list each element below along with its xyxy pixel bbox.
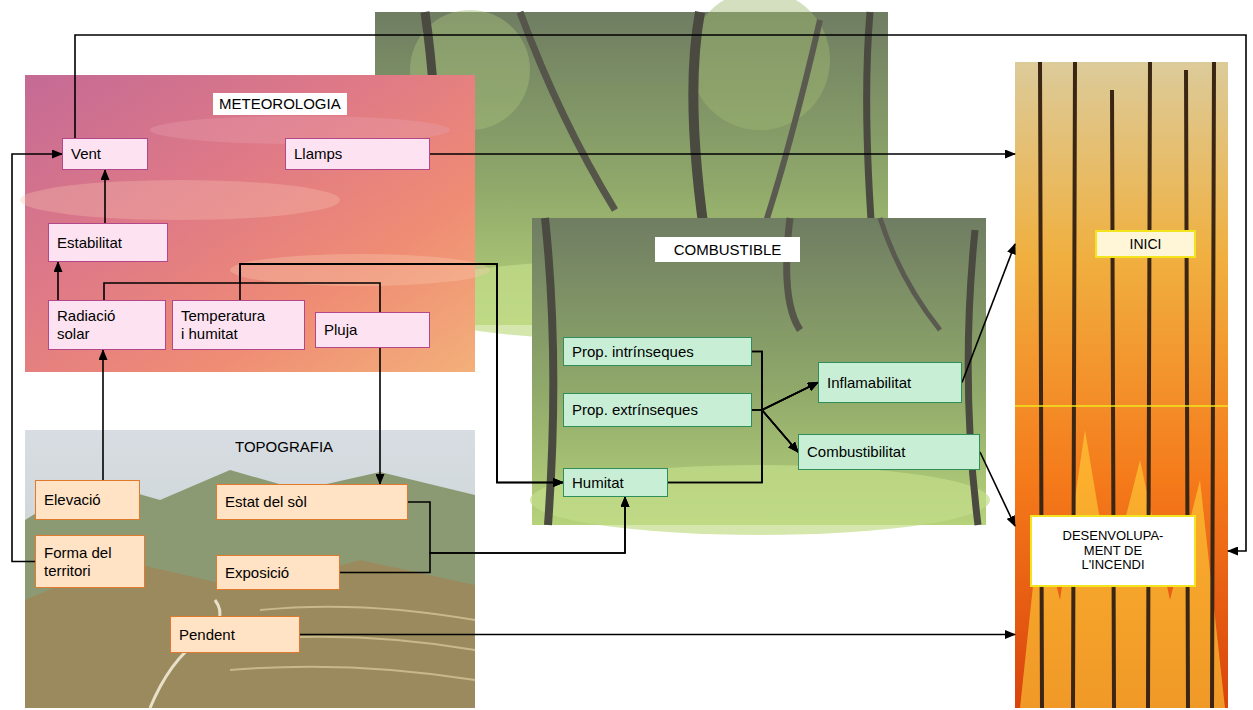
factor-label: Pendent: [179, 626, 235, 644]
terrain-panel: TOPOGRAFIA Elevació Estat del sòlForma del…: [25, 430, 475, 708]
factor-label: Temperatura i humitat: [181, 307, 271, 343]
fuel-photo: [530, 218, 990, 535]
factor-label: Estabilitat: [57, 234, 122, 252]
factor-box: Humitat: [563, 468, 668, 497]
terrain-photo: [25, 430, 475, 708]
fire-photo: [1015, 62, 1228, 708]
factor-box: Prop. intrínseques: [563, 337, 752, 366]
factor-label: Llamps: [294, 145, 342, 163]
factor-box: Estat del sòl: [216, 484, 408, 520]
factor-label: Exposició: [225, 564, 289, 582]
influence-arrow: [75, 35, 1246, 551]
influence-arrow: [104, 170, 106, 223]
influence-arrow: [379, 348, 381, 484]
influence-arrow: [980, 452, 1015, 526]
factor-label: Combustibilitat: [807, 443, 905, 461]
panel-title: METEOROLOGIA: [213, 93, 347, 115]
factor-label: Estat del sòl: [225, 493, 307, 511]
influence-arrow: [57, 262, 59, 300]
weather-panel: METEOROLOGIA Vent LlampsEstabilitatRadiaci…: [25, 75, 475, 372]
influence-arrow: [104, 264, 563, 483]
factor-label: Forma del territori: [44, 544, 136, 580]
influence-arrow: [430, 153, 1015, 155]
factor-box: Vent: [62, 138, 148, 170]
influence-arrow: [408, 497, 625, 553]
factor-label: Elevació: [44, 491, 101, 509]
factor-box: Forma del territori: [35, 535, 145, 588]
spread-region: DESENVOLUPA- MENT DE L'INCENDI: [1015, 406, 1228, 708]
factor-label: Inflamabilitat: [827, 374, 911, 392]
factor-box: Pendent: [170, 616, 300, 653]
influence-arrow: [752, 410, 798, 452]
panel-title: DESENVOLUPA- MENT DE L'INCENDI: [1030, 515, 1196, 587]
factor-box: Pluja: [315, 312, 430, 348]
factor-label: Prop. extrínseques: [572, 401, 698, 419]
factor-box: Combustibilitat: [798, 434, 980, 470]
factor-box: Exposició: [216, 555, 340, 590]
factor-label: Prop. intrínseques: [572, 343, 694, 361]
panel-title: COMBUSTIBLE: [655, 237, 800, 262]
panel-title: INICI: [1095, 230, 1196, 258]
factor-box: Temperatura i humitat: [172, 300, 305, 350]
influence-arrow: [102, 350, 104, 480]
factor-box: Estabilitat: [48, 223, 168, 262]
factor-box: Inflamabilitat: [818, 362, 962, 403]
factor-box: Elevació: [35, 480, 140, 520]
factor-label: Radiació solar: [57, 307, 137, 343]
factor-label: Pluja: [324, 321, 357, 339]
sky-photo: [20, 75, 490, 372]
factor-box: Radiació solar: [48, 300, 166, 350]
fuel-panel: COMBUSTIBLE Prop. intrínsequesProp. extrí…: [532, 218, 986, 525]
factor-box: Prop. extrínseques: [563, 393, 752, 427]
ignition-region: INICI: [1015, 62, 1228, 406]
factor-label: Humitat: [572, 474, 624, 492]
panel-title: TOPOGRAFIA: [233, 436, 335, 458]
influence-arrow: [962, 244, 1015, 383]
factor-label: Vent: [71, 145, 101, 163]
factor-box: Llamps: [285, 138, 430, 170]
influence-arrow: [300, 634, 1015, 636]
influence-arrow: [752, 352, 798, 453]
